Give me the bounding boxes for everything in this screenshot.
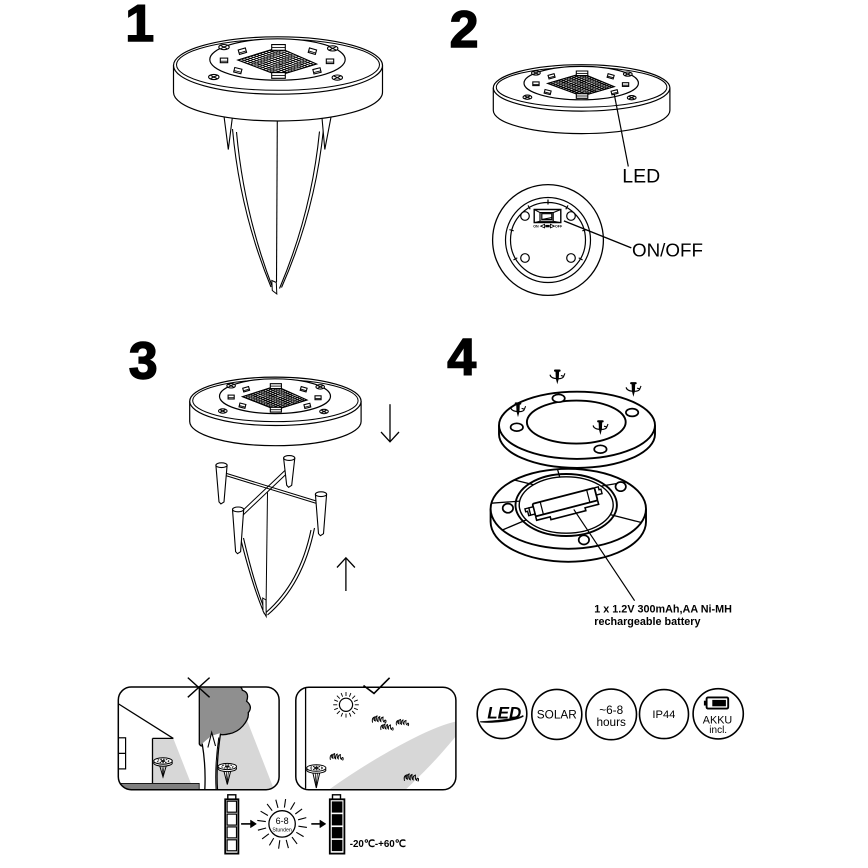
svg-text:1: 1 <box>125 0 154 53</box>
svg-text:2: 2 <box>450 1 479 59</box>
svg-text:ON/OFF: ON/OFF <box>632 240 703 261</box>
svg-text:AKKU: AKKU <box>703 715 732 727</box>
svg-text:OFF: OFF <box>555 225 563 229</box>
svg-text:3: 3 <box>129 332 158 390</box>
svg-text:ON: ON <box>533 225 539 229</box>
svg-text:LED: LED <box>487 703 521 722</box>
svg-text:rechargeable battery: rechargeable battery <box>594 616 700 628</box>
svg-text:SOLAR: SOLAR <box>537 708 577 722</box>
svg-text:incl.: incl. <box>709 725 727 736</box>
svg-text:IP44: IP44 <box>652 709 675 721</box>
svg-text:hours: hours <box>596 715 626 729</box>
svg-text:-20℃-+60℃: -20℃-+60℃ <box>350 839 406 850</box>
svg-text:6-8: 6-8 <box>276 816 289 826</box>
svg-text:4: 4 <box>447 329 476 387</box>
svg-text:1 x 1.2V 300mAh,AA Ni-MH: 1 x 1.2V 300mAh,AA Ni-MH <box>594 603 732 615</box>
svg-text:Stunden: Stunden <box>272 828 291 834</box>
svg-text:LED: LED <box>622 166 660 188</box>
svg-text:~6-8: ~6-8 <box>599 703 623 717</box>
